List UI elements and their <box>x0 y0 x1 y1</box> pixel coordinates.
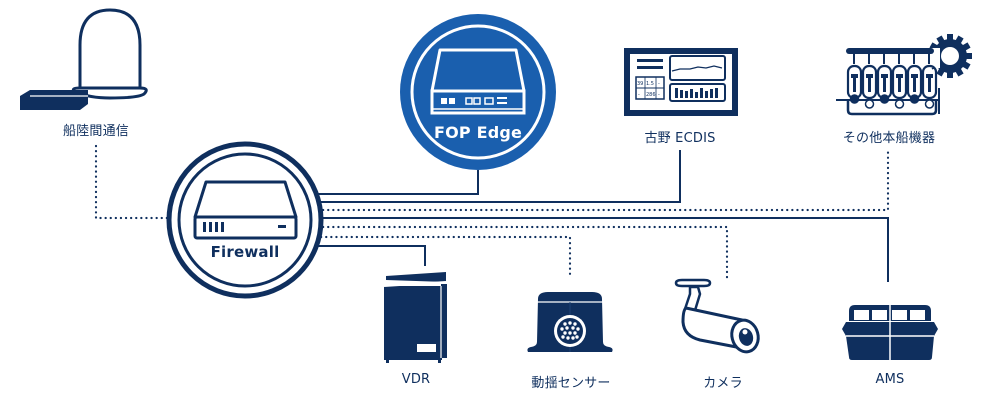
ecdis-value: 39 <box>637 81 643 87</box>
ecdis-display-icon: 39 1.5 - - 286 - <box>624 48 738 116</box>
ams-console-icon <box>842 305 938 360</box>
link-ams <box>320 217 889 282</box>
label-other-equipment: その他本船機器 <box>842 131 936 146</box>
label-ship-shore-comm: 船陸間通信 <box>62 124 130 139</box>
label-ams: AMS <box>875 372 905 387</box>
link-vdr <box>312 245 426 266</box>
link-camera <box>316 225 729 282</box>
label-motion-sensor: 動揺センサー <box>531 376 611 391</box>
ecdis-value: - <box>658 92 660 98</box>
ecdis-value: 286 <box>646 92 656 98</box>
ecdis-value: 1.5 <box>646 81 654 87</box>
label-fop-edge: FOP Edge <box>433 123 523 142</box>
link-ecdis <box>316 150 681 203</box>
label-camera: カメラ <box>703 376 743 391</box>
engine-gear-icon <box>836 34 972 116</box>
connection-lines <box>94 144 890 282</box>
link-ship-shore-comm <box>94 144 170 220</box>
firewall-hub[interactable] <box>166 141 324 299</box>
satellite-dome-antenna-icon <box>20 8 148 110</box>
link-fop-edge <box>312 170 479 195</box>
label-firewall: Firewall <box>210 243 280 261</box>
cctv-camera-icon <box>674 278 760 354</box>
link-motion-sensor <box>314 235 572 280</box>
motion-sensor-icon <box>527 292 613 352</box>
ecdis-value: - <box>658 81 660 87</box>
label-ecdis: 古野 ECDIS <box>644 131 716 146</box>
ecdis-value: - <box>638 92 640 98</box>
fop-edge-node[interactable] <box>400 14 556 170</box>
vdr-cabinet-icon <box>383 272 447 363</box>
firewall-appliance-icon <box>193 180 298 240</box>
edge-appliance-icon <box>430 48 526 115</box>
label-vdr: VDR <box>401 372 431 387</box>
